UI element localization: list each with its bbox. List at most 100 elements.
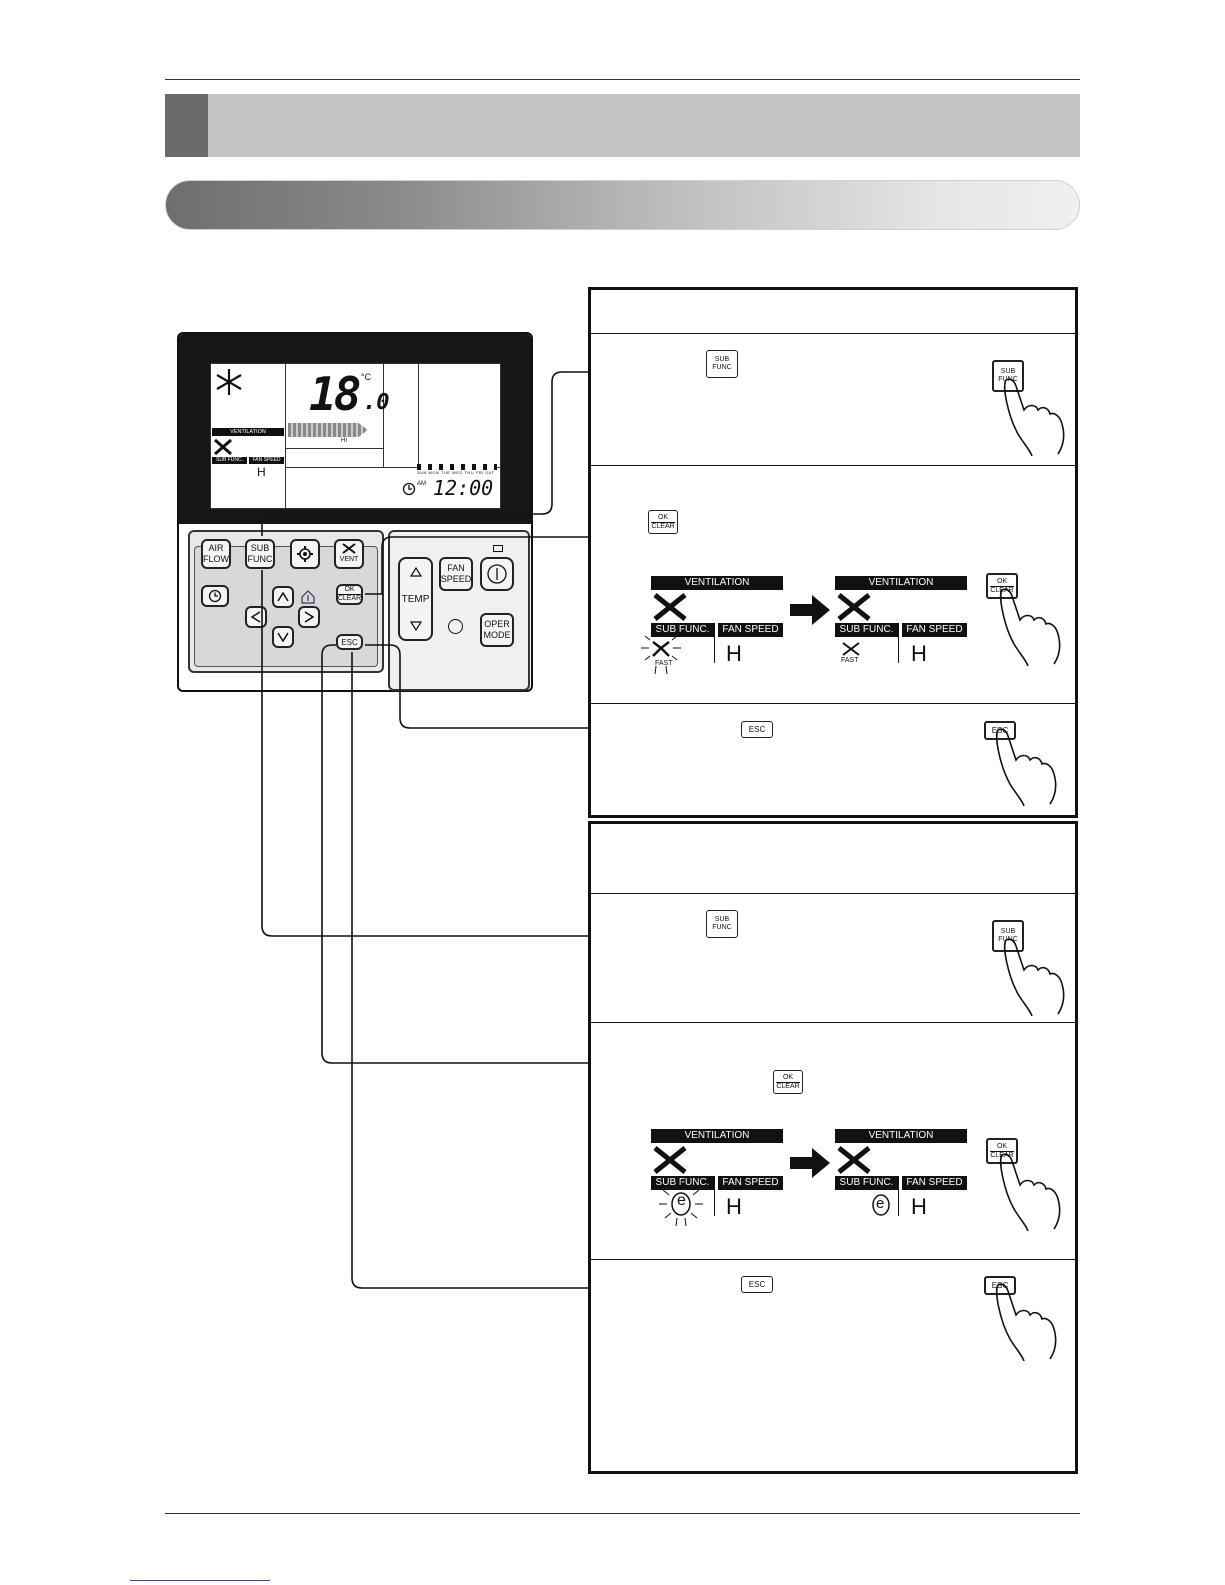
home-temp-icon	[300, 589, 316, 610]
footer-link-underline[interactable]	[130, 1580, 270, 1581]
lcd-fan-level: HI	[341, 438, 347, 444]
esc-key-icon: ESC	[741, 1276, 773, 1293]
lcd-weekdays: SUN MON TUE WED THU FRI SAT	[417, 470, 495, 475]
lcd-temperature-decimal: .0	[363, 390, 390, 415]
fan-speed-button[interactable]: FAN SPEED	[439, 557, 473, 591]
key-ok-label: OK	[657, 513, 669, 521]
temp-label: TEMP	[401, 593, 430, 605]
lcd-fan-speed-value: H	[257, 465, 266, 479]
key-func-label: FUNC	[712, 924, 732, 931]
triangle-up-icon	[409, 567, 422, 577]
up-arrow-button[interactable]	[272, 586, 294, 608]
power-button[interactable]	[480, 557, 514, 591]
pressing-hand-icon	[995, 1283, 1057, 1361]
clear-label: CLEAR	[337, 594, 362, 602]
arrow-right-icon	[790, 595, 830, 625]
fan-level-bar	[288, 423, 368, 437]
lcd-clock: 12:00	[433, 476, 494, 500]
ok-label: OK	[344, 586, 355, 593]
down-arrow-button[interactable]	[272, 626, 294, 648]
fast-label: FAST	[655, 660, 673, 667]
chevron-right-icon	[304, 611, 314, 623]
ventilation-icon	[837, 1146, 871, 1174]
key-sub-label: SUB	[714, 916, 730, 923]
air-flow-button[interactable]: AIR FLOW	[201, 539, 231, 569]
fan-speed-value: H	[726, 1194, 742, 1219]
energy-saving-symbol: e	[677, 1192, 686, 1209]
gear-icon	[297, 546, 313, 562]
sub-func-chip: SUB FUNC.	[651, 623, 714, 637]
key-ok-label: OK	[996, 577, 1008, 585]
sub-func-chip: SUB FUNC.	[651, 1176, 714, 1190]
key-sub-label: SUB	[1000, 928, 1016, 935]
vent-label: VENT	[339, 556, 359, 563]
ventilation-chip: VENTILATION	[651, 1129, 783, 1143]
keypad-right	[388, 530, 530, 691]
vent-button[interactable]: VENT	[334, 539, 364, 569]
ventilation-icon	[837, 593, 871, 621]
oper-mode-button[interactable]: OPER MODE	[480, 613, 514, 647]
pressing-hand-icon	[1003, 938, 1065, 1016]
cooling-snowflake-icon	[216, 369, 242, 395]
ventilation-icon	[342, 543, 356, 554]
key-clear-label: CLEAR	[651, 521, 675, 530]
fan-speed-chip: FAN SPEED	[902, 1176, 967, 1190]
pressing-hand-icon	[1003, 378, 1065, 456]
ventilation-chip: VENTILATION	[835, 1129, 967, 1143]
lcd-display: 18 .0 °C HI VENTILATION SUB FUNC. FAN SP…	[210, 363, 501, 509]
arrow-right-icon	[790, 1148, 830, 1178]
clock-icon	[208, 589, 222, 603]
power-indicator-led	[493, 545, 503, 552]
fast-vent-icon	[842, 642, 860, 656]
pressing-hand-icon	[999, 588, 1061, 666]
fan-speed-value: H	[911, 1194, 927, 1219]
lcd-temp-unit: °C	[361, 372, 372, 382]
ventilation-icon	[653, 593, 687, 621]
lcd-sub-func-label: SUB FUNC.	[212, 457, 247, 464]
right-arrow-button[interactable]	[298, 606, 320, 628]
lcd-temperature: 18	[309, 367, 361, 421]
key-clear-label: CLEAR	[776, 1081, 800, 1090]
lcd-fan-speed-label: FAN SPEED	[249, 457, 284, 464]
bottom-rule	[165, 1513, 1080, 1514]
energy-saving-symbol: e	[876, 1195, 885, 1212]
pressing-hand-icon	[995, 728, 1057, 806]
blinking-energy-saving-icon	[659, 1180, 703, 1227]
power-icon	[487, 564, 507, 584]
ventilation-chip: VENTILATION	[835, 576, 967, 590]
ventilation-icon	[214, 439, 232, 455]
triangle-down-icon	[409, 621, 422, 631]
fan-speed-value: H	[726, 641, 742, 666]
subsection-title-bar	[165, 180, 1080, 230]
chevron-up-icon	[277, 592, 289, 602]
settings-button[interactable]	[290, 539, 320, 569]
esc-key-icon: ESC	[741, 721, 773, 738]
ventilation-chip: VENTILATION	[651, 576, 783, 590]
key-sub-label: SUB	[1000, 368, 1016, 375]
sub-func-button[interactable]: SUB FUNC	[245, 539, 275, 569]
esc-button[interactable]: ESC	[336, 634, 363, 650]
clock-icon	[402, 482, 416, 496]
chevron-left-icon	[251, 611, 261, 623]
temp-rocker-button[interactable]: TEMP	[398, 557, 433, 641]
timer-button[interactable]	[201, 585, 229, 607]
fan-speed-chip: FAN SPEED	[902, 623, 967, 637]
pressing-hand-icon	[999, 1153, 1061, 1231]
fan-speed-chip: FAN SPEED	[718, 1176, 783, 1190]
key-func-label: FUNC	[712, 364, 732, 371]
weekday-markers	[417, 464, 497, 470]
ok-clear-button[interactable]: OK CLEAR	[336, 584, 363, 605]
chevron-down-icon	[277, 632, 289, 642]
section-title-tab	[165, 94, 208, 157]
lcd-ventilation-label: VENTILATION	[212, 428, 284, 436]
ventilation-icon	[653, 1146, 687, 1174]
sub-func-chip: SUB FUNC.	[835, 623, 898, 637]
key-ok-label: OK	[996, 1142, 1008, 1150]
